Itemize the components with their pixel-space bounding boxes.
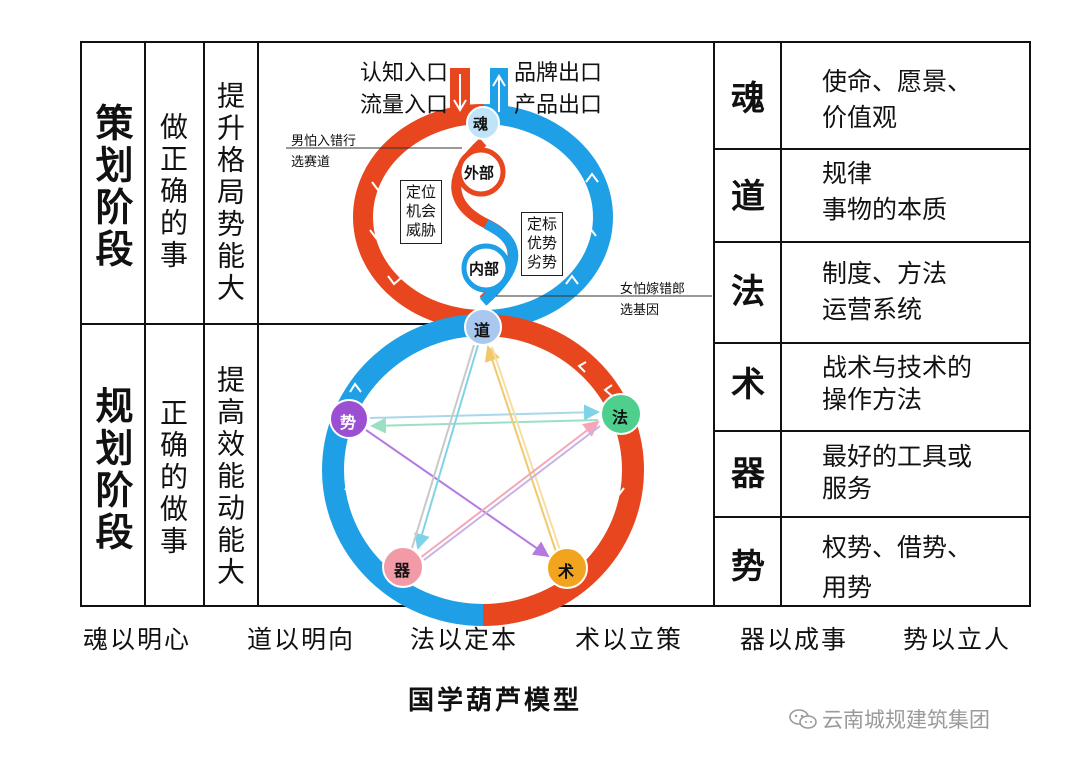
row-value-line: 操作方法 bbox=[822, 385, 923, 414]
note-women-line1: 女怕嫁错郎 bbox=[620, 282, 686, 297]
column-divider bbox=[780, 41, 782, 607]
arrow-qi-to-fa bbox=[419, 420, 600, 559]
watermark: 云南城规建筑集团 bbox=[788, 704, 990, 736]
row-key-fa: 法 bbox=[731, 272, 765, 312]
arrow-dao-to-shu bbox=[491, 346, 561, 551]
row-value-soul: 使命、愿景、 价值观 bbox=[822, 64, 972, 136]
stage-label-planning: 策划阶段 bbox=[89, 103, 133, 271]
wechat-icon bbox=[788, 707, 818, 736]
node-label-shi: 势 bbox=[340, 413, 357, 432]
effect-planning: 提升格局势能大 bbox=[213, 81, 246, 305]
row-divider bbox=[713, 148, 1031, 150]
motto-shi: 势以立人 bbox=[903, 625, 1012, 654]
row-value-line: 规律 bbox=[822, 159, 873, 188]
arrow-fa-to-qi bbox=[423, 425, 601, 561]
node-label-dao: 道 bbox=[474, 321, 491, 340]
arrow-shu-to-dao bbox=[484, 345, 557, 553]
row-value-line: 最好的工具或 bbox=[822, 442, 973, 471]
row-key-soul: 魂 bbox=[731, 79, 765, 119]
node-label-qi: 器 bbox=[394, 561, 411, 580]
entry-arrow bbox=[453, 74, 467, 112]
note-men-line2: 选赛道 bbox=[291, 155, 331, 170]
arrow-qi-to-dao bbox=[411, 344, 475, 549]
row-divider bbox=[713, 241, 1031, 243]
node-qi bbox=[382, 546, 424, 588]
watermark-text: 云南城规建筑集团 bbox=[822, 708, 990, 732]
row-divider bbox=[713, 430, 1031, 432]
principle-planning: 做正确的事 bbox=[156, 112, 189, 272]
effect-programming: 提高效能动能大 bbox=[213, 365, 246, 589]
upper-loop-right-blue bbox=[482, 104, 613, 330]
row-value-shi: 权势、借势、 用势 bbox=[822, 528, 972, 608]
note-women-line2: 选基因 bbox=[620, 303, 660, 318]
node-label-soul: 魂 bbox=[473, 115, 489, 133]
node-fa bbox=[600, 393, 642, 435]
exit-product-label: 产品出口 bbox=[514, 93, 603, 118]
row-value-qi: 最好的工具或 服务 bbox=[822, 441, 972, 505]
stage-divider bbox=[80, 323, 258, 325]
box-positioning: 定位 机会 威胁 bbox=[400, 180, 442, 244]
row-value-line: 运营系统 bbox=[822, 295, 923, 324]
upper-loop-left-red bbox=[353, 104, 484, 330]
motto-qi: 器以成事 bbox=[740, 625, 849, 654]
node-shu bbox=[546, 547, 588, 589]
column-divider bbox=[713, 41, 715, 607]
flow-chevrons bbox=[344, 172, 625, 597]
node-label-fa: 法 bbox=[612, 408, 629, 427]
row-divider bbox=[713, 342, 1031, 344]
motto-shu: 术以立策 bbox=[575, 625, 684, 654]
row-key-qi: 器 bbox=[731, 454, 765, 494]
lower-loop-right-red bbox=[482, 314, 644, 626]
motto-dao: 道以明向 bbox=[247, 625, 356, 654]
diagram-caption: 国学葫芦模型 bbox=[408, 686, 583, 716]
internal-circle bbox=[461, 243, 511, 293]
row-key-shi: 势 bbox=[731, 547, 765, 587]
box-benchmark-line: 劣势 bbox=[526, 253, 557, 271]
arrow-dao-to-qi bbox=[414, 344, 479, 550]
node-shi bbox=[329, 399, 369, 439]
row-divider bbox=[713, 516, 1031, 518]
node-dao bbox=[464, 308, 502, 346]
node-label-shu: 术 bbox=[558, 562, 575, 581]
box-benchmark-line: 优势 bbox=[526, 234, 557, 252]
stage-label-programming: 规划阶段 bbox=[89, 386, 133, 554]
row-value-dao: 规律 事物的本质 bbox=[822, 156, 947, 228]
box-positioning-line: 威胁 bbox=[405, 221, 436, 239]
row-value-shu: 战术与技术的 操作方法 bbox=[822, 352, 972, 416]
row-value-line: 战术与技术的 bbox=[822, 353, 973, 382]
entry-cognition-label: 认知入口 bbox=[360, 61, 449, 86]
internal-label: 内部 bbox=[469, 260, 500, 278]
box-benchmark-line: 定标 bbox=[526, 215, 557, 233]
row-value-line: 使命、愿景、 bbox=[822, 67, 973, 96]
motto-soul: 魂以明心 bbox=[83, 625, 192, 654]
row-value-line: 权势、借势、 bbox=[822, 533, 973, 562]
exit-arrow bbox=[492, 74, 506, 112]
row-value-line: 价值观 bbox=[822, 103, 898, 132]
stage-divider bbox=[258, 323, 470, 325]
exit-brand-label: 品牌出口 bbox=[514, 61, 603, 86]
motto-fa: 法以定本 bbox=[410, 625, 519, 654]
external-label: 外部 bbox=[464, 164, 495, 182]
arrow-shi-to-fa bbox=[369, 404, 600, 421]
row-key-shu: 术 bbox=[731, 365, 765, 405]
principle-programming: 正确的做事 bbox=[156, 398, 189, 558]
row-value-line: 服务 bbox=[822, 474, 873, 503]
lower-loop-left-blue bbox=[322, 314, 484, 626]
node-soul bbox=[466, 106, 500, 140]
row-value-line: 制度、方法 bbox=[822, 259, 948, 288]
external-circle bbox=[456, 147, 506, 197]
arrow-shi-to-shu bbox=[365, 429, 550, 558]
box-positioning-line: 机会 bbox=[405, 202, 436, 220]
row-value-fa: 制度、方法 运营系统 bbox=[822, 256, 947, 328]
note-men-line1: 男怕入错行 bbox=[291, 134, 357, 149]
arrow-fa-to-shi bbox=[370, 417, 599, 434]
entry-traffic-label: 流量入口 bbox=[360, 93, 449, 118]
row-value-line: 事物的本质 bbox=[822, 195, 948, 224]
row-key-dao: 道 bbox=[731, 177, 765, 217]
box-positioning-line: 定位 bbox=[405, 183, 436, 201]
row-value-line: 用势 bbox=[822, 573, 873, 602]
box-benchmark: 定标 优势 劣势 bbox=[521, 212, 563, 276]
